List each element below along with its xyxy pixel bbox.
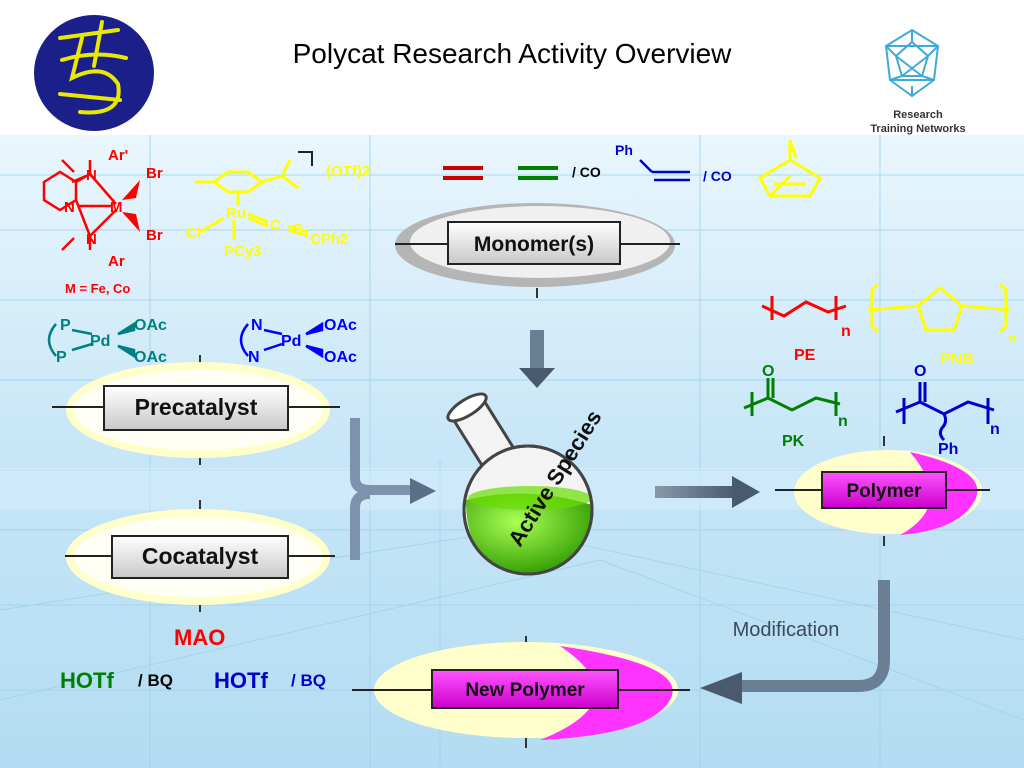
ps-n: n [990, 421, 1000, 438]
pd-n-top: N [251, 317, 263, 334]
pd-n-bottom: N [248, 349, 260, 366]
pd-left: Pd [90, 333, 110, 350]
fe-co-br-top: Br [146, 165, 163, 182]
hotf-label-2: HOTf [214, 668, 268, 693]
ru-bracket [298, 151, 313, 166]
pd-p-top: P [60, 317, 71, 334]
monomer-structures [443, 139, 823, 198]
pnb-structure [867, 282, 1011, 334]
arrow-head-species [410, 478, 436, 504]
arrow-species-to-polymer [655, 476, 760, 508]
arrow-monomer-to-species [519, 330, 555, 388]
phenyl-label: Ph [615, 142, 633, 158]
co-label-2: / CO [703, 168, 732, 184]
ru-c1: C [270, 217, 281, 234]
metal-note: M = Fe, Co [65, 281, 130, 296]
ps-o: O [914, 363, 926, 380]
pk-o: O [762, 363, 774, 380]
pe-structure [761, 296, 847, 320]
pd-oac-2: OAc [134, 349, 167, 366]
fe-co-complex [42, 159, 140, 251]
rtn-label-line2: Training Networks [870, 123, 965, 135]
fe-co-n-ring: N [64, 199, 75, 216]
pd-oac-1: OAc [134, 317, 167, 334]
pnb-label: PNB [940, 351, 974, 368]
arrow-catalysts-to-species [350, 418, 410, 560]
arrow-polymer-to-new-polymer [740, 580, 890, 692]
pe-n: n [841, 323, 851, 340]
cocatalyst-node: Cocatalyst [65, 509, 335, 605]
pe-label: PE [794, 347, 816, 364]
hotf-label-1: HOTf [60, 668, 114, 693]
polymer-label: Polymer [847, 481, 923, 502]
fe-co-n-top: N [86, 167, 97, 184]
geodesic-sphere-icon [884, 28, 940, 98]
fe-co-ar-prime: Ar' [108, 147, 128, 164]
ru-c2: C [292, 221, 303, 238]
polymer-node: Polymer [775, 450, 990, 535]
co-label-1: / CO [572, 164, 601, 180]
fe-co-metal: M [110, 199, 123, 216]
modification-label: Modification [733, 619, 840, 641]
5-logo-icon [58, 20, 128, 115]
bq-label-2: / BQ [291, 671, 326, 690]
monomer-node: Monomer(s) [395, 203, 680, 287]
monomer-label: Monomer(s) [474, 233, 594, 256]
precatalyst-node: Precatalyst [52, 362, 340, 458]
fe-co-ar: Ar [108, 253, 125, 270]
pk-label: PK [782, 433, 805, 450]
arrow-head-new-polymer [700, 672, 742, 704]
pnb-n: n [1008, 330, 1016, 345]
fe-co-n-bottom: N [86, 231, 97, 248]
mao-label: MAO [174, 625, 225, 650]
pd-right: Pd [281, 333, 301, 350]
bq-label-1: / BQ [138, 671, 173, 690]
ruthenium-complex [195, 159, 309, 240]
cocatalyst-label: Cocatalyst [142, 543, 259, 569]
pd-diimine-complex [239, 321, 324, 359]
precatalyst-label: Precatalyst [135, 394, 258, 420]
pd-p-bottom: P [56, 349, 67, 366]
ru-end: CPh2 [310, 231, 348, 248]
new-polymer-label: New Polymer [465, 680, 585, 701]
ru-chloride: Cl [186, 225, 201, 242]
ps-ph: Ph [938, 441, 958, 458]
ru-triflate: (OTf)2 [326, 163, 370, 180]
rtn-logo: Research Training Networks [870, 28, 966, 135]
ru-ruthenium: Ru [226, 205, 246, 222]
ps-co-structure [895, 382, 995, 442]
ru-phosphine: PCy3 [224, 243, 262, 260]
rtn-label-line1: Research [893, 109, 943, 121]
pk-n: n [838, 413, 848, 430]
slide-title: Polycat Research Activity Overview [293, 38, 733, 69]
fe-co-br-bottom: Br [146, 227, 163, 244]
polycat-logo [34, 15, 154, 131]
new-polymer-node: New Polymer [352, 642, 690, 740]
pk-structure [743, 378, 841, 416]
pd-phosphine-complex [47, 321, 136, 359]
pd-oac-3: OAc [324, 317, 357, 334]
pd-oac-4: OAc [324, 349, 357, 366]
